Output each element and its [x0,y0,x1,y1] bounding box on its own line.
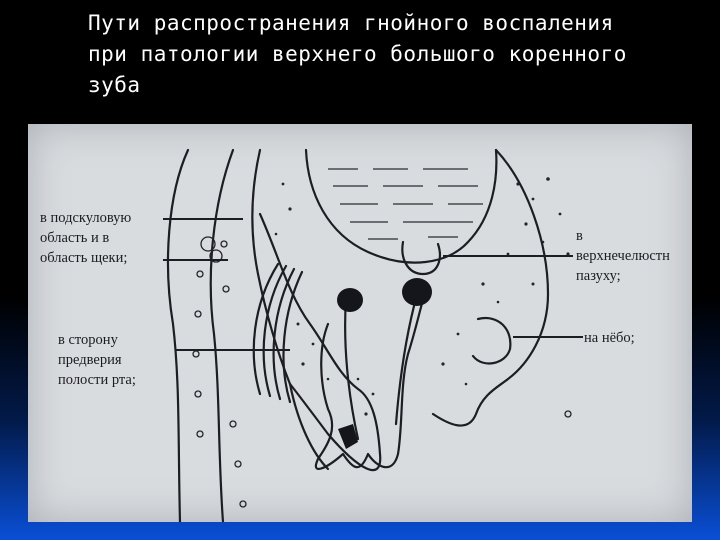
muscle-fiber-4 [282,270,304,404]
title-line-1: Пути распространения гнойного воспаления [88,11,614,35]
label-left-top-line-3: область щеки; [40,250,128,266]
cheek-inner-contour [209,148,235,522]
diagram-drawing [163,148,583,522]
sinus-fluid-lines [328,168,483,240]
bone-stipple [274,177,570,416]
palate-outline [431,148,550,427]
muscle-fiber-3 [272,267,296,401]
label-right-top-line-2: верхнечелюстн [576,248,670,264]
label-left-bottom-line-3: полости рта; [58,372,136,388]
abscess-foci [337,278,432,449]
tooth-outline [314,287,428,470]
bone-outline [258,212,382,472]
abscess-focus-palatal [402,278,432,306]
cheek-contour [166,148,190,522]
label-right-bottom: на нёбо; [584,330,635,346]
label-left-top-line-1: в подскуловую [40,210,132,226]
abscess-focus-buccal [337,288,363,312]
sinus-outline [304,148,498,264]
lower-curve [288,382,330,471]
label-left-bottom: в сторону предверия полости рта; [58,330,136,390]
label-left-bottom-line-2: предверия [58,352,122,368]
leader-lines [163,218,583,351]
label-right-top-line-1: в [576,228,583,244]
muscle-fiber-2 [262,264,288,398]
gland-circles [192,236,572,508]
label-right-top-line-3: пазуху; [576,268,621,284]
title-line-3: зуба [88,73,141,97]
title-line-2: при патологии верхнего большого коренног… [88,42,627,66]
label-right-top: в верхнечелюстн пазуху; [576,226,670,286]
diagram-figure: в подскуловую область и в область щеки; … [28,124,692,522]
mucosa-contour [251,148,292,386]
palatal-cushion [471,316,512,365]
muscle-fiber-1 [252,262,280,396]
slide-title: Пути распространения гнойного воспаления… [88,8,698,101]
root-buccal [344,297,360,441]
label-left-top: в подскуловую область и в область щеки; [40,208,131,268]
label-left-bottom-line-1: в сторону [58,332,118,348]
label-left-top-line-2: область и в [40,230,110,246]
sinus-floor-bump [401,240,441,276]
root-apex-dark [338,424,358,449]
